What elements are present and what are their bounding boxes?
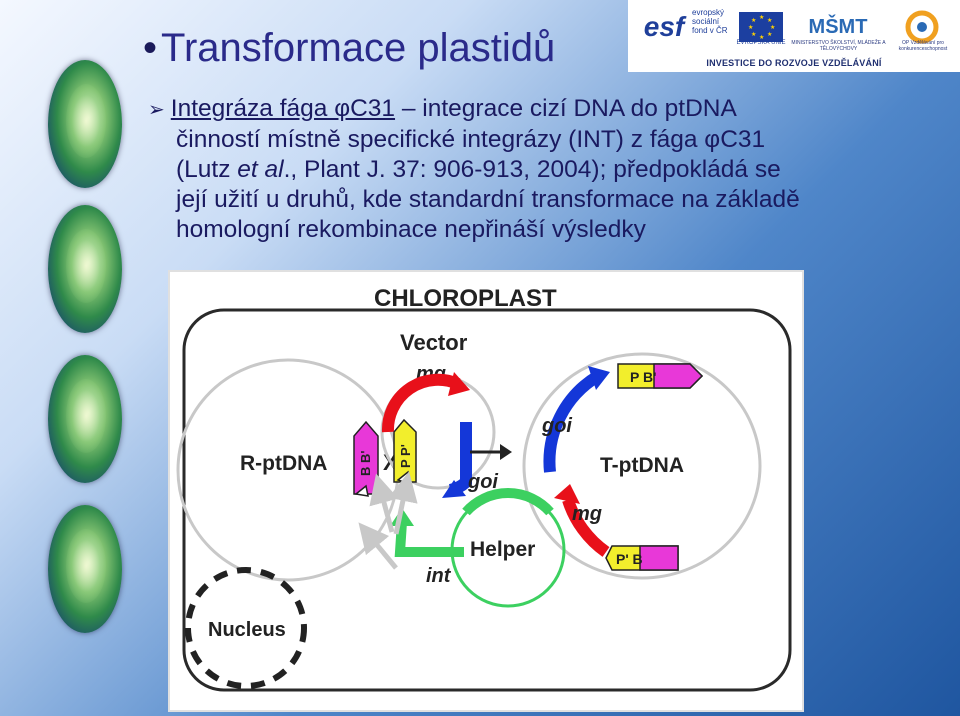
vector-goi-label: goi [467,471,498,493]
helper-label: Helper [470,538,535,561]
eu-text: EVROPSKÁ UNIE [736,40,786,46]
cell-image-3 [48,355,122,483]
vector-blue-arrowhead [442,480,466,498]
pb-bottom-label: P' B [616,551,643,567]
logo-strip: esf evropský sociální fond v ČR ★★★ ★★★ … [628,0,960,72]
op-text: OP Vzdělávání pro konkurenceschopnost [898,40,948,52]
text-line-3: (Lutz et al., Plant J. 37: 906-913, 2004… [148,155,938,185]
vector-red-arrowhead [448,372,470,396]
msmt-text: MINISTERSTVO ŠKOLSTVÍ, MLÁDEŽE A TĚLOVÝC… [791,40,886,52]
eu-flag-icon: ★★★ ★★★ ★★ [738,5,784,49]
title-bullet: • [143,26,158,70]
r-ptdna-label: R-ptDNA [240,452,327,475]
text-line-1: ➢Integráza fága φC31 – integrace cizí DN… [148,94,938,125]
t-goi-label: goi [541,415,572,437]
text-line-3-italic: et al [237,156,284,183]
t-red-arrowhead [554,484,580,504]
nucleus-label: Nucleus [208,619,286,641]
t-red-arc [562,498,610,557]
text-line-5: homologní rekombinace nepřináší výsledky [176,216,646,243]
bb-site-r: B B' [353,420,379,497]
pb-site-bottom: P' B [605,545,679,571]
text-line-1-rest: – integrace cizí DNA do ptDNA [395,95,737,122]
text-line-2: činností místně specifické integrázy (IN… [176,126,766,153]
bb-r-label: B B' [358,451,373,476]
arrow-bullet-icon: ➢ [148,99,165,121]
vector-label: Vector [400,330,468,355]
integration-arrowhead [500,444,512,460]
chloroplast-label: CHLOROPLAST [374,285,557,312]
slide-title: •Transformace plastidů [143,26,555,71]
nucleus-circle [185,567,307,689]
helper-green-arc [462,488,554,516]
t-blue-arc [543,370,602,473]
pb-site-top: P B' [617,363,704,389]
vector-red-arc [381,373,461,433]
grey-arrow-3 [388,471,418,535]
title-text: Transformace plastidů [161,26,556,70]
pb-top-label: P B' [630,369,656,385]
pp-label: P P' [398,444,413,468]
cell-image-1 [48,60,122,188]
esf-text: evropský sociální fond v ČR [692,8,728,35]
esf-logo: esf [643,11,685,42]
text-line-3-b: ., Plant J. 37: 906-913, 2004); předpokl… [283,156,781,183]
cell-image-4 [48,505,122,633]
vector-blue-arc [448,422,472,496]
logo-caption: INVESTICE DO ROZVOJE VZDĚLÁVÁNÍ [706,58,882,68]
chloroplast-diagram: CHLOROPLAST R-ptDNA B B' X Vector mg P P… [168,270,804,712]
cell-image-2 [48,205,122,333]
grey-arrow-1 [369,473,399,533]
text-line-3-a: (Lutz [176,156,238,183]
t-ptdna-label: T-ptDNA [600,454,684,477]
t-ptdna-circle [522,352,762,580]
t-mg-label: mg [572,503,602,525]
integrase-link[interactable]: Integráza fága φC31 [170,95,396,122]
text-line-4: její užití u druhů, kde standardní trans… [176,186,800,213]
op-logo-icon [892,5,952,49]
pp-site-vector: P P' [393,418,417,486]
chloroplast-outline [182,308,792,692]
msmt-logo: MŠMT [808,15,868,38]
t-blue-arrowhead [588,366,610,390]
helper-green-arrow [394,521,464,557]
helper-int-label: int [426,565,452,587]
grey-arrow-2 [358,522,398,570]
body-text: ➢Integráza fága φC31 – integrace cizí DN… [148,94,938,245]
